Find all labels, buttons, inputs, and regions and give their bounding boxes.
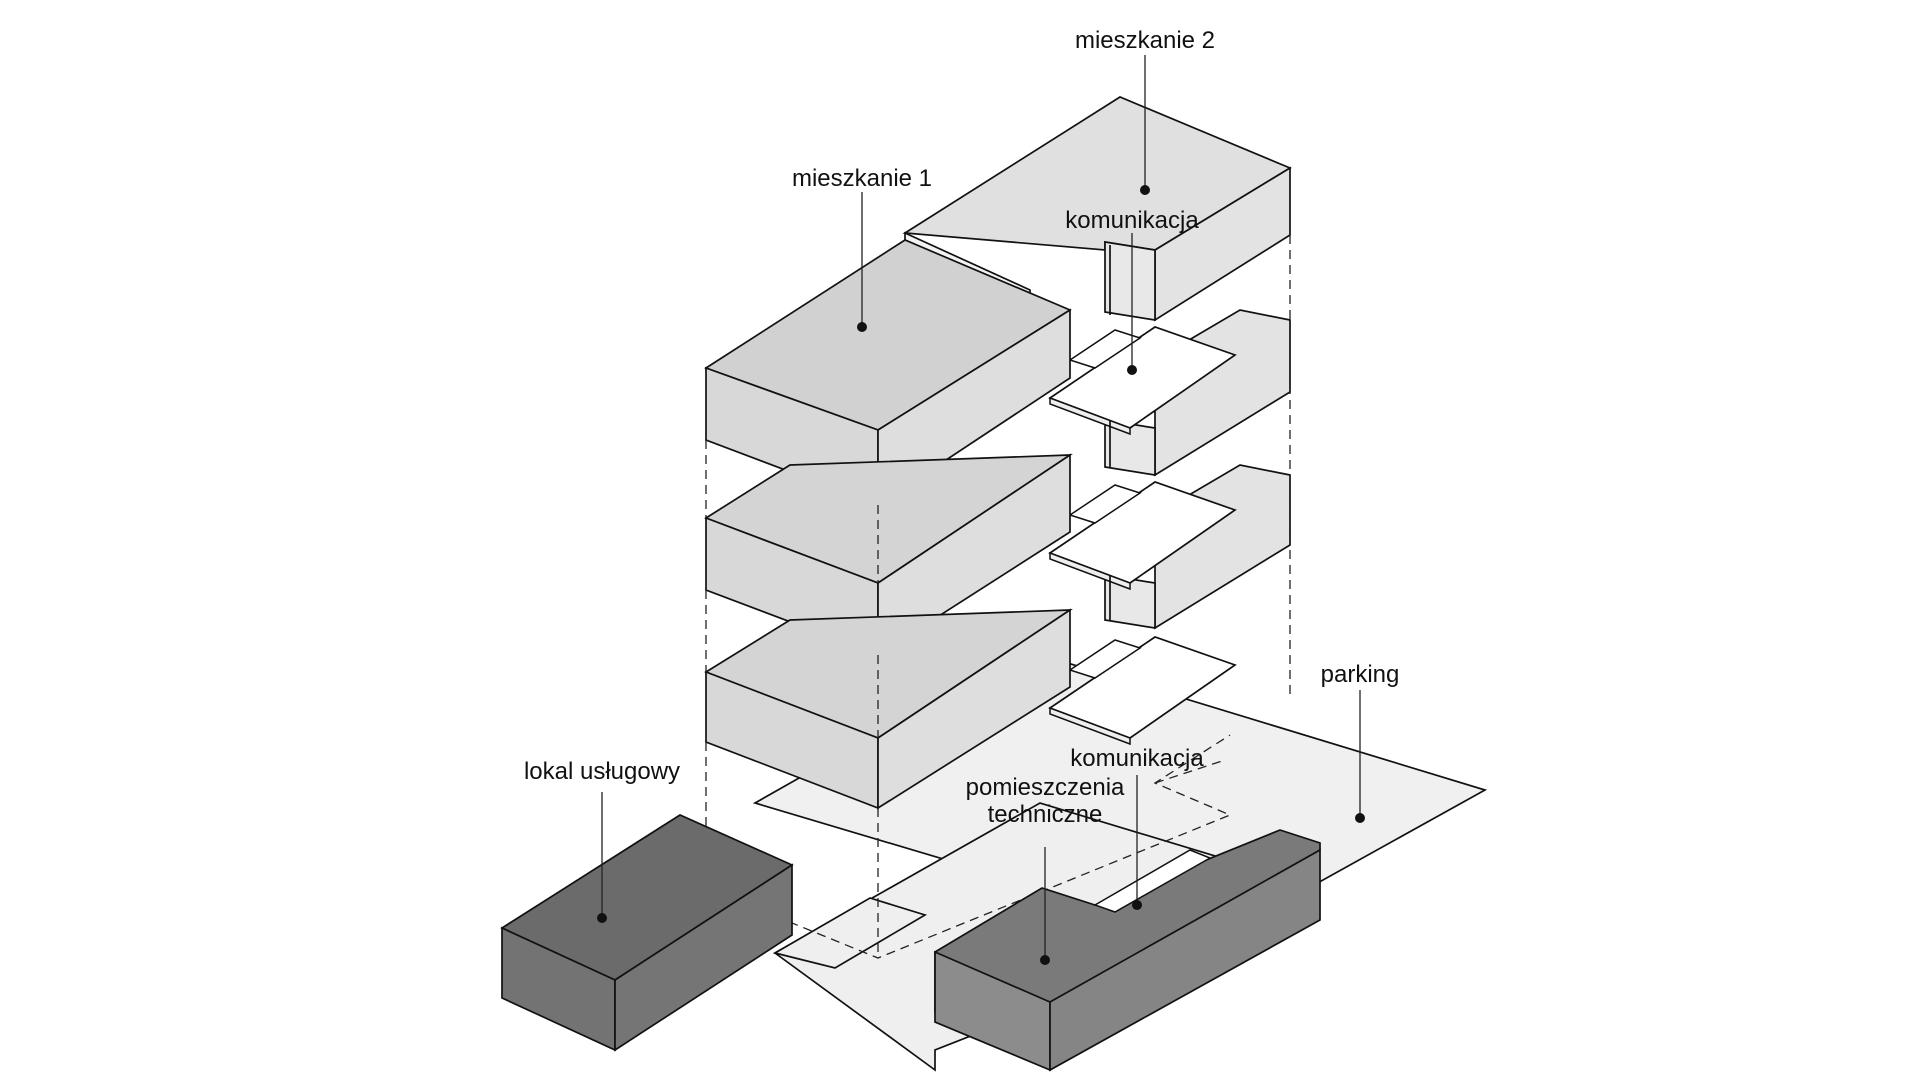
ground-floor-slab-left: [772, 897, 928, 969]
apartment-1-stack: [704, 235, 1291, 959]
core-slabs: [1048, 245, 1237, 746]
core-stair-bottom: [1068, 639, 1142, 679]
label-lokal-uslugowy: lokal usługowy: [524, 758, 680, 785]
label-mieszkanie-2: mieszkanie 2: [1075, 27, 1215, 54]
leaders: [597, 55, 1365, 965]
technical-rooms-block: [934, 829, 1321, 1072]
labels: mieszkanie 2 mieszkanie 1 komunikacja pa…: [524, 27, 1399, 828]
label-pomieszczenia: pomieszczenia: [966, 774, 1125, 801]
label-parking: parking: [1321, 661, 1400, 688]
label-techniczne: techniczne: [988, 801, 1103, 828]
label-mieszkanie-1: mieszkanie 1: [792, 165, 932, 192]
technical-opening: [1093, 849, 1212, 913]
core-stair-top: [1068, 329, 1142, 369]
service-unit-block: [500, 814, 794, 1052]
label-komunikacja-lower: komunikacja: [1070, 745, 1204, 772]
label-komunikacja-upper: komunikacja: [1065, 207, 1199, 234]
core-stair-middle: [1068, 484, 1142, 524]
